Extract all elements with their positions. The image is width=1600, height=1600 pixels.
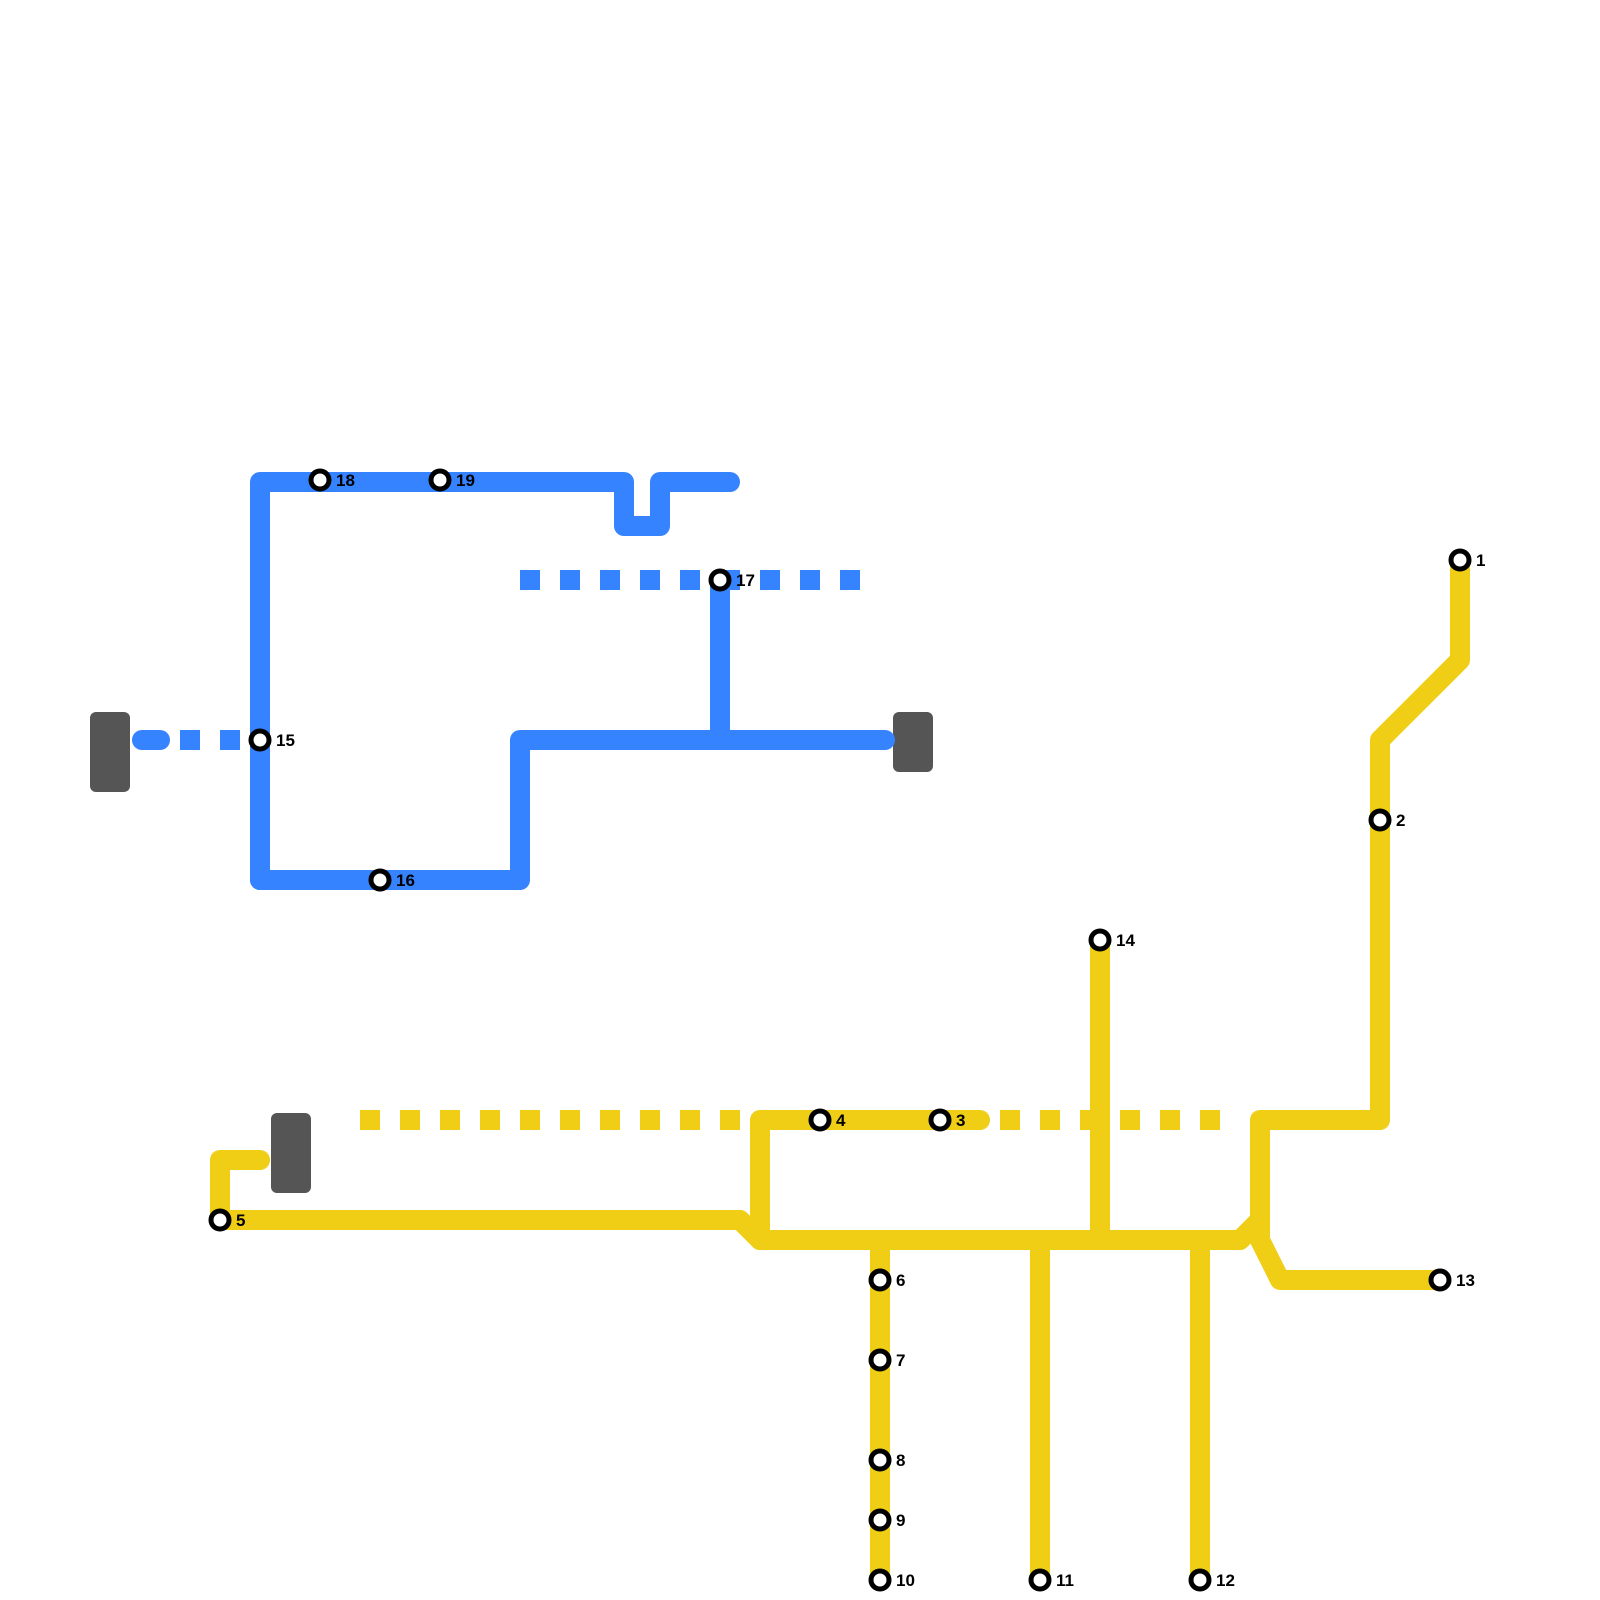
station-5[interactable]: 5 <box>208 1208 245 1232</box>
station-label: 6 <box>896 1271 905 1290</box>
station-3[interactable]: 3 <box>928 1108 965 1132</box>
station-8[interactable]: 8 <box>868 1448 905 1472</box>
station-label: 10 <box>896 1571 915 1590</box>
terminal-blocks <box>90 712 933 1193</box>
station-label: 9 <box>896 1511 905 1530</box>
station-marker[interactable] <box>868 1268 892 1292</box>
station-marker[interactable] <box>308 468 332 492</box>
yellow-line-upper-spur <box>750 1110 990 1250</box>
station-15[interactable]: 15 <box>248 728 295 752</box>
station-13[interactable]: 13 <box>1428 1268 1475 1292</box>
station-marker[interactable] <box>248 728 272 752</box>
station-16[interactable]: 16 <box>368 868 415 892</box>
station-10[interactable]: 10 <box>868 1568 915 1592</box>
station-12[interactable]: 12 <box>1188 1568 1235 1592</box>
station-marker[interactable] <box>368 868 392 892</box>
station-marker[interactable] <box>1188 1568 1212 1592</box>
station-label: 11 <box>1056 1571 1074 1590</box>
station-marker[interactable] <box>1448 548 1472 572</box>
station-marker[interactable] <box>868 1508 892 1532</box>
blue-line-main-loop <box>250 472 740 890</box>
station-marker[interactable] <box>1028 1568 1052 1592</box>
station-label: 3 <box>956 1111 965 1130</box>
station-label: 2 <box>1396 811 1405 830</box>
blue-line-lower-loop <box>250 710 895 890</box>
station-marker[interactable] <box>428 468 452 492</box>
station-label: 16 <box>396 871 415 890</box>
station-marker[interactable] <box>808 1108 832 1132</box>
station-label: 19 <box>456 471 475 490</box>
station-label: 5 <box>236 1211 245 1230</box>
station-label: 8 <box>896 1451 905 1470</box>
station-marker[interactable] <box>208 1208 232 1232</box>
terminal-block-south <box>271 1113 311 1193</box>
station-9[interactable]: 9 <box>868 1508 905 1532</box>
station-4[interactable]: 4 <box>808 1108 846 1132</box>
station-label: 1 <box>1476 551 1485 570</box>
station-label: 17 <box>736 571 755 590</box>
terminal-block-east <box>893 712 933 772</box>
station-label: 14 <box>1116 931 1135 950</box>
station-marker[interactable] <box>1088 928 1112 952</box>
station-19[interactable]: 19 <box>428 468 475 492</box>
station-14[interactable]: 14 <box>1088 928 1135 952</box>
station-label: 18 <box>336 471 355 490</box>
terminal-block-west <box>90 712 130 792</box>
station-label: 7 <box>896 1351 905 1370</box>
yellow-line-hook-5 <box>210 1150 270 1230</box>
yellow-line-branch-13 <box>1250 1230 1450 1290</box>
station-7[interactable]: 7 <box>868 1348 905 1372</box>
station-2[interactable]: 2 <box>1368 808 1405 832</box>
station-marker[interactable] <box>1428 1268 1452 1292</box>
station-label: 13 <box>1456 1271 1475 1290</box>
station-label: 4 <box>836 1111 846 1130</box>
station-6[interactable]: 6 <box>868 1268 905 1292</box>
station-marker[interactable] <box>868 1568 892 1592</box>
yellow-line <box>210 550 1470 1590</box>
station-marker[interactable] <box>928 1108 952 1132</box>
station-11[interactable]: 11 <box>1028 1568 1074 1592</box>
station-marker[interactable] <box>1368 808 1392 832</box>
station-18[interactable]: 18 <box>308 468 355 492</box>
station-marker[interactable] <box>708 568 732 592</box>
station-17[interactable]: 17 <box>708 568 755 592</box>
station-label: 12 <box>1216 1571 1235 1590</box>
blue-line <box>132 472 895 890</box>
yellow-line-branch-1 <box>1250 550 1470 1250</box>
station-marker[interactable] <box>868 1448 892 1472</box>
station-marker[interactable] <box>868 1348 892 1372</box>
station-label: 15 <box>276 731 295 750</box>
station-1[interactable]: 1 <box>1448 548 1485 572</box>
stations: 1 2 3 4 5 6 7 8 <box>208 468 1485 1592</box>
